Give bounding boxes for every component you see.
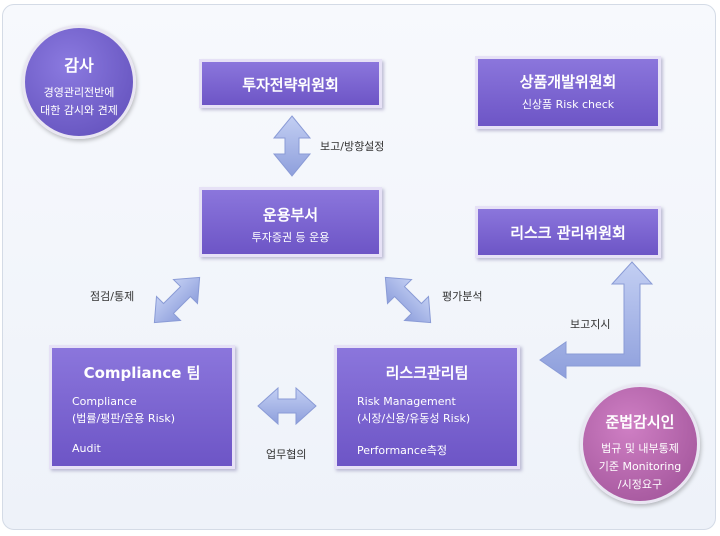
- product-committee-sub: 신상품 Risk check: [521, 98, 615, 111]
- audit-circle: 감사 경영관리전반에 대한 감시와 견제: [22, 25, 136, 139]
- label-report-direction: 보고/방향설정: [320, 140, 385, 153]
- arrow-inspect-control: [153, 276, 201, 324]
- compliance-team-line2: (법률/평판/운용 Risk): [72, 412, 176, 425]
- operations-sub: 투자증권 등 운용: [251, 231, 330, 244]
- operations-box: 운용부서 투자증권 등 운용: [199, 187, 382, 257]
- risk-committee-title: 리스크 관리위원회: [510, 224, 626, 242]
- compliance-officer-line2: 기준 Monitoring: [598, 460, 682, 473]
- label-report-instruct: 보고지시: [570, 318, 611, 331]
- risk-committee-box: 리스크 관리위원회: [475, 206, 661, 258]
- compliance-team-line3: Audit: [72, 442, 101, 455]
- audit-title: 감사: [64, 56, 94, 75]
- risk-team-line2: (시장/신용/유동성 Risk): [357, 412, 471, 425]
- arrow-evaluate-analyze: [384, 276, 432, 324]
- risk-team-box: 리스크관리팀 Risk Management (시장/신용/유동성 Risk) …: [334, 345, 520, 469]
- product-committee-title: 상품개발위원회: [519, 73, 617, 91]
- compliance-team-title: Compliance 팀: [83, 364, 201, 382]
- compliance-officer-title: 준법감시인: [605, 413, 675, 431]
- label-inspect-control: 점검/통제: [90, 290, 135, 303]
- label-evaluate-analyze: 평가분석: [442, 290, 483, 303]
- risk-team-line3: Performance측정: [357, 444, 447, 457]
- product-committee-box: 상품개발위원회 신상품 Risk check: [475, 56, 661, 129]
- operations-title: 운용부서: [262, 206, 319, 224]
- arrow-report-direction: [272, 115, 312, 177]
- audit-line1: 경영관리전반에: [43, 86, 115, 99]
- compliance-officer-line1: 법규 및 내부통제: [601, 442, 679, 455]
- compliance-officer-circle: 준법감시인 법규 및 내부통제 기준 Monitoring /시정요구: [580, 384, 700, 504]
- compliance-team-box: Compliance 팀 Compliance (법률/평판/운용 Risk) …: [49, 345, 235, 469]
- arrow-cooperation: [257, 386, 317, 426]
- risk-team-title: 리스크관리팀: [385, 364, 469, 382]
- compliance-officer-line3: /시정요구: [617, 478, 663, 491]
- risk-team-line1: Risk Management: [357, 395, 456, 408]
- invest-committee-title: 투자전략위원회: [242, 76, 339, 94]
- compliance-team-line1: Compliance: [72, 395, 137, 408]
- invest-committee-box: 투자전략위원회: [199, 59, 382, 108]
- label-cooperation: 업무협의: [266, 448, 307, 461]
- arrow-report-instruct: [539, 261, 654, 379]
- audit-line2: 대한 감시와 견제: [40, 104, 118, 117]
